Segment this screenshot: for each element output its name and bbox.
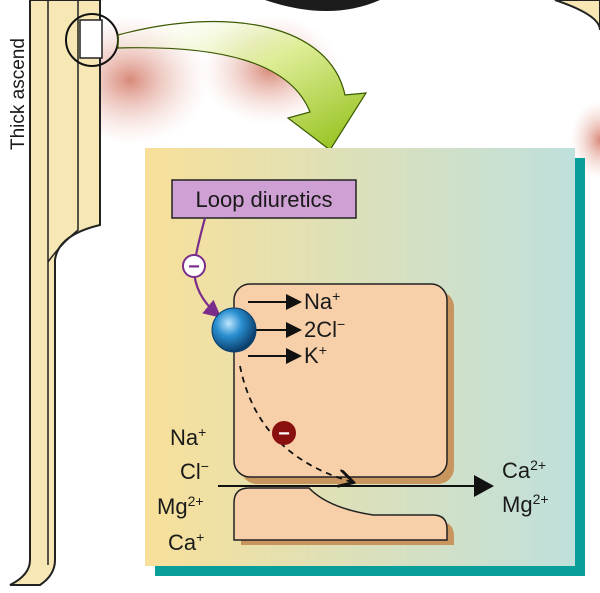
tubule: Thick ascend: [8, 0, 119, 586]
inhibit-badge-cell: [272, 421, 296, 445]
dark-structure-top: [265, 0, 380, 11]
cotransporter-ion-2cl: 2Cl−: [304, 316, 345, 342]
drug-box: Loop diuretics: [171, 179, 357, 219]
potential-dashed-arrow: [239, 365, 352, 482]
drug-inhibit-badge: [182, 254, 206, 278]
paracellular-ion-na: Na+: [170, 424, 206, 450]
tubule-label: Thick ascend: [8, 38, 29, 150]
outflow-ion-ca: Ca2+: [502, 457, 546, 483]
zoom-pointer-arrow: [117, 20, 368, 151]
nkcc2-transporter: [211, 294, 302, 364]
outflow-ion-mg: Mg2+: [502, 491, 549, 517]
paracellular-ion-cl: Cl−: [180, 458, 209, 484]
cotransporter-ion-k: K+: [304, 342, 327, 368]
tubule-fragment-top-right: [554, 0, 600, 31]
drug-label: Loop diuretics: [196, 187, 333, 212]
epithelial-cell-lower: [233, 487, 454, 545]
paracellular-flow-arrowhead: [474, 475, 494, 497]
inhibit-symbol-cell: −: [278, 423, 290, 445]
paracellular-ion-ca: Ca+: [168, 529, 204, 555]
drug-inhibit-symbol: −: [188, 256, 200, 278]
paracellular-ion-mg: Mg2+: [157, 493, 204, 519]
transporter-ball: [211, 307, 257, 353]
cotransporter-ion-na: Na+: [304, 288, 340, 314]
epithelial-cell-upper: [233, 283, 454, 484]
detail-panel: [145, 148, 585, 576]
